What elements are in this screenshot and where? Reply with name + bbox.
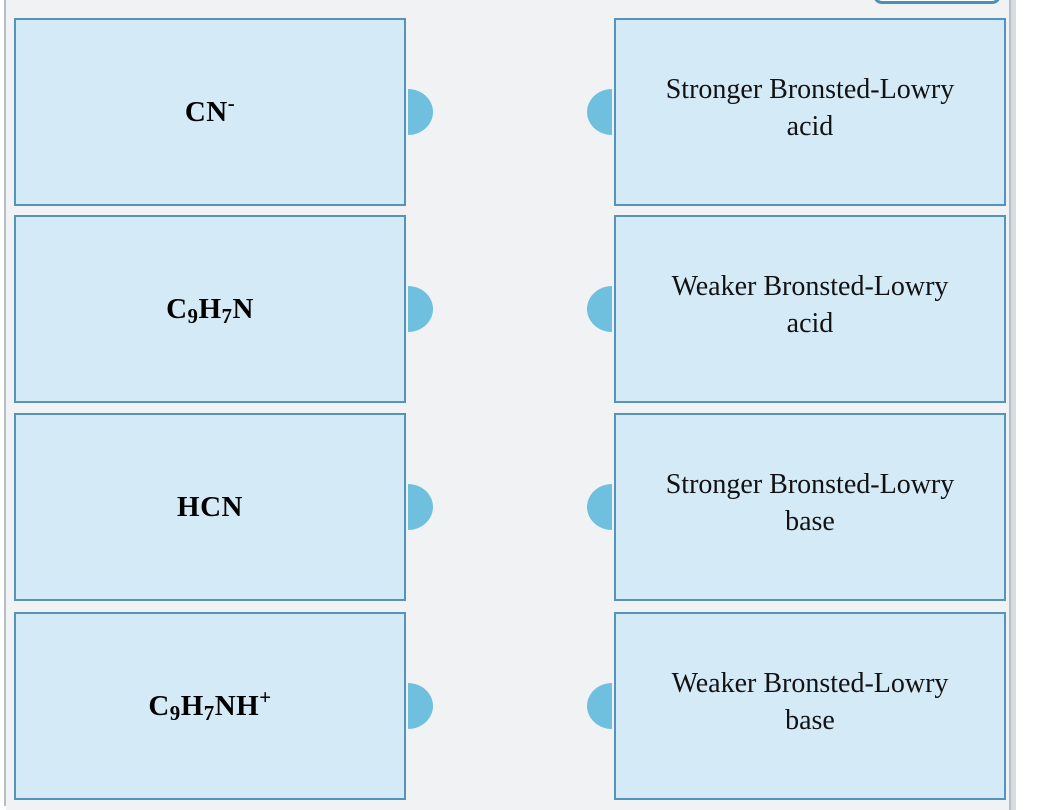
category-label: Weaker Bronsted-Lowry base <box>672 665 949 747</box>
term-formula: C9H7NH+ <box>148 684 272 725</box>
category-label-line2: acid <box>786 308 834 339</box>
category-label-line1: Weaker Bronsted-Lowry <box>671 271 949 302</box>
category-label: Stronger Bronsted-Lowry base <box>666 466 955 548</box>
category-card-weaker-base[interactable]: Weaker Bronsted-Lowry base <box>587 612 1006 800</box>
term-formula: HCN <box>177 490 243 523</box>
category-label-line1: Weaker Bronsted-Lowry <box>671 668 949 699</box>
panel-left-divider <box>4 0 6 806</box>
scrollbar-track[interactable] <box>1011 0 1016 810</box>
category-label-line1: Stronger Bronsted-Lowry <box>665 74 955 105</box>
category-label-line2: base <box>785 705 835 736</box>
term-card-c9h7n[interactable]: C9H7N <box>14 215 433 403</box>
term-formula: CN- <box>184 90 236 128</box>
category-label-line2: base <box>785 506 835 537</box>
category-label: Weaker Bronsted-Lowry acid <box>672 268 949 350</box>
term-card-hcn[interactable]: HCN <box>14 413 433 601</box>
term-formula: C9H7N <box>166 292 254 328</box>
term-card-c9h7nh-plus[interactable]: C9H7NH+ <box>14 612 433 800</box>
term-card-cn-minus[interactable]: CN- <box>14 18 433 206</box>
category-label: Stronger Bronsted-Lowry acid <box>666 71 955 153</box>
toolbar-button-partially-offscreen[interactable] <box>873 0 1001 4</box>
category-label-line1: Stronger Bronsted-Lowry <box>665 469 955 500</box>
category-card-stronger-base[interactable]: Stronger Bronsted-Lowry base <box>587 413 1006 601</box>
panel-right-divider <box>1009 0 1011 810</box>
category-label-line2: acid <box>786 111 834 142</box>
category-card-stronger-acid[interactable]: Stronger Bronsted-Lowry acid <box>587 18 1006 206</box>
category-card-weaker-acid[interactable]: Weaker Bronsted-Lowry acid <box>587 215 1006 403</box>
